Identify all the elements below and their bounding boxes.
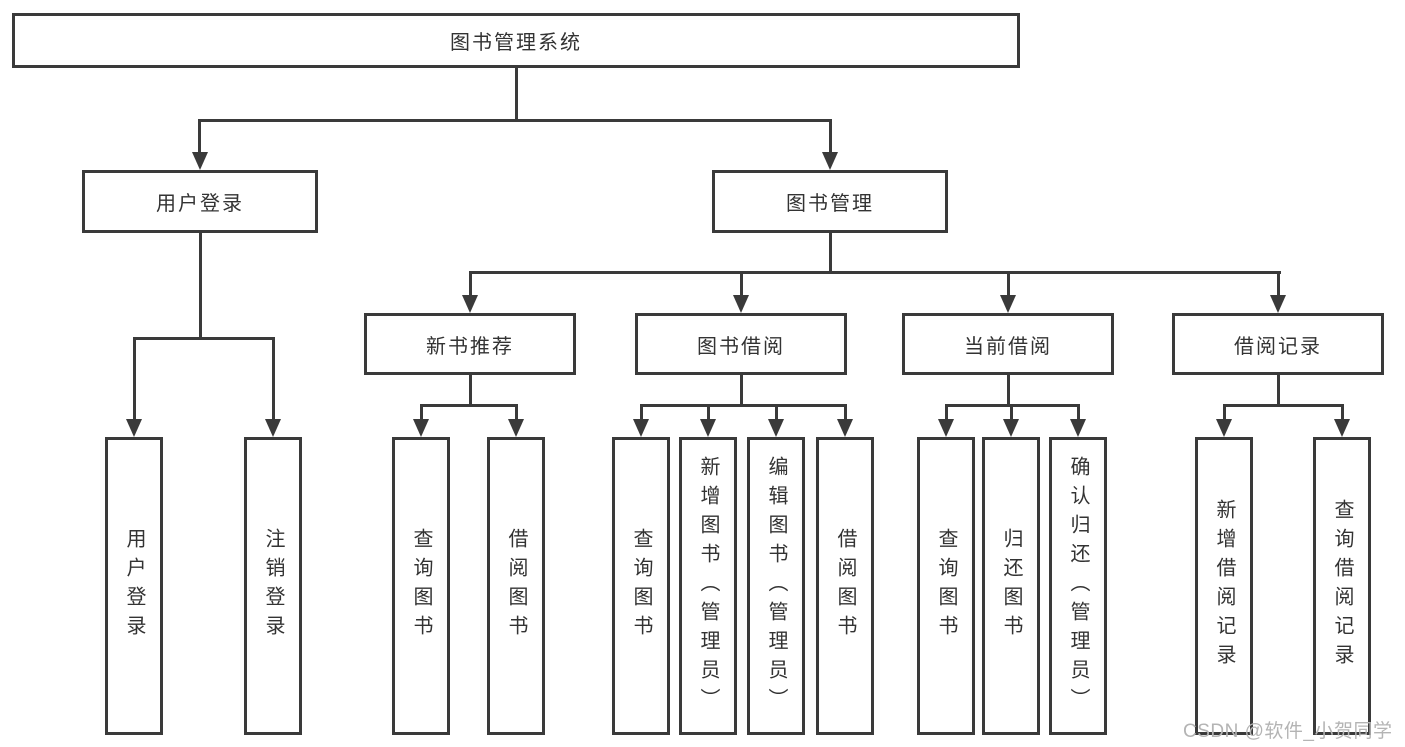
connector-vline <box>469 375 472 406</box>
connector-hline <box>198 119 831 122</box>
node-label: 图书管理系统 <box>450 32 582 54</box>
connector-vline <box>199 233 202 337</box>
arrow-down-icon <box>192 152 208 170</box>
arrow-down-icon <box>822 152 838 170</box>
node-label: 编辑图书（管理员） <box>765 455 787 717</box>
leaf-query-borrow-record: 查询借阅记录 <box>1313 437 1371 735</box>
connector-hline <box>1223 404 1343 407</box>
connector-vline <box>272 337 275 419</box>
node-label: 新增图书（管理员） <box>697 455 719 717</box>
node-root: 图书管理系统 <box>12 13 1020 68</box>
arrow-down-icon <box>1070 419 1086 437</box>
connector-vline <box>198 119 201 154</box>
node-label: 用户登录 <box>156 193 244 215</box>
connector-vline <box>829 119 832 154</box>
leaf-add-books-admin: 新增图书（管理员） <box>679 437 737 735</box>
arrow-down-icon <box>700 419 716 437</box>
arrow-down-icon <box>938 419 954 437</box>
leaf-query-books-current: 查询图书 <box>917 437 975 735</box>
connector-vline <box>469 271 472 297</box>
connector-hline <box>420 404 517 407</box>
connector-vline <box>844 404 847 420</box>
connector-hline <box>640 404 846 407</box>
arrow-down-icon <box>1270 295 1286 313</box>
node-label: 图书借阅 <box>697 335 785 358</box>
node-label: 归还图书 <box>1000 528 1022 644</box>
arrow-down-icon <box>768 419 784 437</box>
leaf-borrow-books-recommend: 借阅图书 <box>487 437 545 735</box>
connector-hline <box>469 271 1281 274</box>
connector-vline <box>1007 271 1010 297</box>
leaf-query-books-borrow: 查询图书 <box>612 437 670 735</box>
arrow-down-icon <box>1003 419 1019 437</box>
node-label: 确认归还（管理员） <box>1067 455 1089 717</box>
connector-vline <box>707 404 710 420</box>
connector-vline <box>1010 404 1013 420</box>
arrow-down-icon <box>462 295 478 313</box>
arrow-down-icon <box>413 419 429 437</box>
connector-vline <box>775 404 778 420</box>
connector-vline <box>1223 404 1226 420</box>
node-label: 新增借阅记录 <box>1213 499 1235 673</box>
leaf-query-books-recommend: 查询图书 <box>392 437 450 735</box>
leaf-add-borrow-record: 新增借阅记录 <box>1195 437 1253 735</box>
arrow-down-icon <box>1334 419 1350 437</box>
csdn-watermark: CSDN @软件_小贺同学 <box>1183 721 1393 742</box>
node-label: 用户登录 <box>123 528 145 644</box>
node-label: 查询图书 <box>935 528 957 644</box>
connector-vline <box>1277 271 1280 297</box>
connector-vline <box>1077 404 1080 420</box>
node-label: 借阅记录 <box>1234 335 1322 358</box>
arrow-down-icon <box>1000 295 1016 313</box>
node-book-management: 图书管理 <box>712 170 948 233</box>
arrow-down-icon <box>837 419 853 437</box>
leaf-return-books: 归还图书 <box>982 437 1040 735</box>
connector-vline <box>945 404 948 420</box>
connector-vline <box>829 233 832 273</box>
node-label: 图书管理 <box>786 193 874 215</box>
connector-vline <box>515 68 518 119</box>
node-label: 新书推荐 <box>426 335 514 358</box>
connector-vline <box>740 271 743 297</box>
connector-vline <box>740 375 743 406</box>
connector-hline <box>133 337 275 340</box>
leaf-logout-login: 注销登录 <box>244 437 302 735</box>
leaf-edit-books-admin: 编辑图书（管理员） <box>747 437 805 735</box>
node-label: 当前借阅 <box>964 335 1052 358</box>
arrow-down-icon <box>508 419 524 437</box>
arrow-down-icon <box>1216 419 1232 437</box>
node-book-borrow: 图书借阅 <box>635 313 847 375</box>
node-borrow-records: 借阅记录 <box>1172 313 1384 375</box>
leaf-confirm-return-admin: 确认归还（管理员） <box>1049 437 1107 735</box>
node-new-book-recommend: 新书推荐 <box>364 313 576 375</box>
connector-vline <box>1277 375 1280 406</box>
connector-vline <box>515 404 518 420</box>
arrow-down-icon <box>265 419 281 437</box>
node-current-borrow: 当前借阅 <box>902 313 1114 375</box>
node-label: 借阅图书 <box>834 528 856 644</box>
node-label: 查询图书 <box>630 528 652 644</box>
connector-vline <box>1341 404 1344 420</box>
connector-vline <box>640 404 643 420</box>
node-label: 借阅图书 <box>505 528 527 644</box>
leaf-user-login: 用户登录 <box>105 437 163 735</box>
arrow-down-icon <box>633 419 649 437</box>
node-label: 查询图书 <box>410 528 432 644</box>
leaf-borrow-books: 借阅图书 <box>816 437 874 735</box>
arrow-down-icon <box>126 419 142 437</box>
connector-vline <box>133 337 136 419</box>
node-user-login: 用户登录 <box>82 170 318 233</box>
arrow-down-icon <box>733 295 749 313</box>
connector-vline <box>420 404 423 420</box>
node-label: 注销登录 <box>262 528 284 644</box>
connector-vline <box>1007 375 1010 406</box>
node-label: 查询借阅记录 <box>1331 499 1353 673</box>
